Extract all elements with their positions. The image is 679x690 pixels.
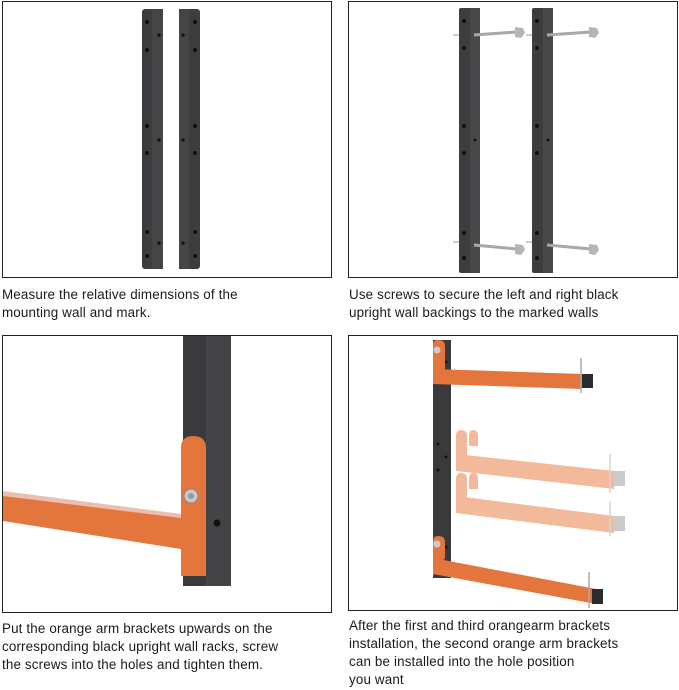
step-1-caption: Measure the relative dimensions of the m… xyxy=(2,287,238,320)
step-4-illustration xyxy=(348,335,678,611)
step-3-caption: Put the orange arm brackets upwards on t… xyxy=(2,621,279,672)
upright-backings-drawing xyxy=(142,9,200,269)
top-bracket xyxy=(433,340,593,393)
step-2-illustration xyxy=(348,1,678,278)
step-3-illustration xyxy=(2,335,332,613)
optional-middle-brackets xyxy=(456,430,625,536)
step-1-illustration xyxy=(2,1,332,278)
wall-screws xyxy=(473,27,599,255)
three-brackets-drawing xyxy=(433,340,625,608)
orange-arm-bracket xyxy=(3,494,181,549)
bracket-bolted-drawing xyxy=(3,336,231,586)
bottom-bracket xyxy=(433,536,603,608)
step-2-caption: Use screws to secure the left and right … xyxy=(349,287,619,320)
black-upright-rack xyxy=(433,340,451,578)
step-4-caption: After the first and third orangearm brac… xyxy=(349,618,619,687)
backings-with-screws-drawing xyxy=(453,8,599,273)
